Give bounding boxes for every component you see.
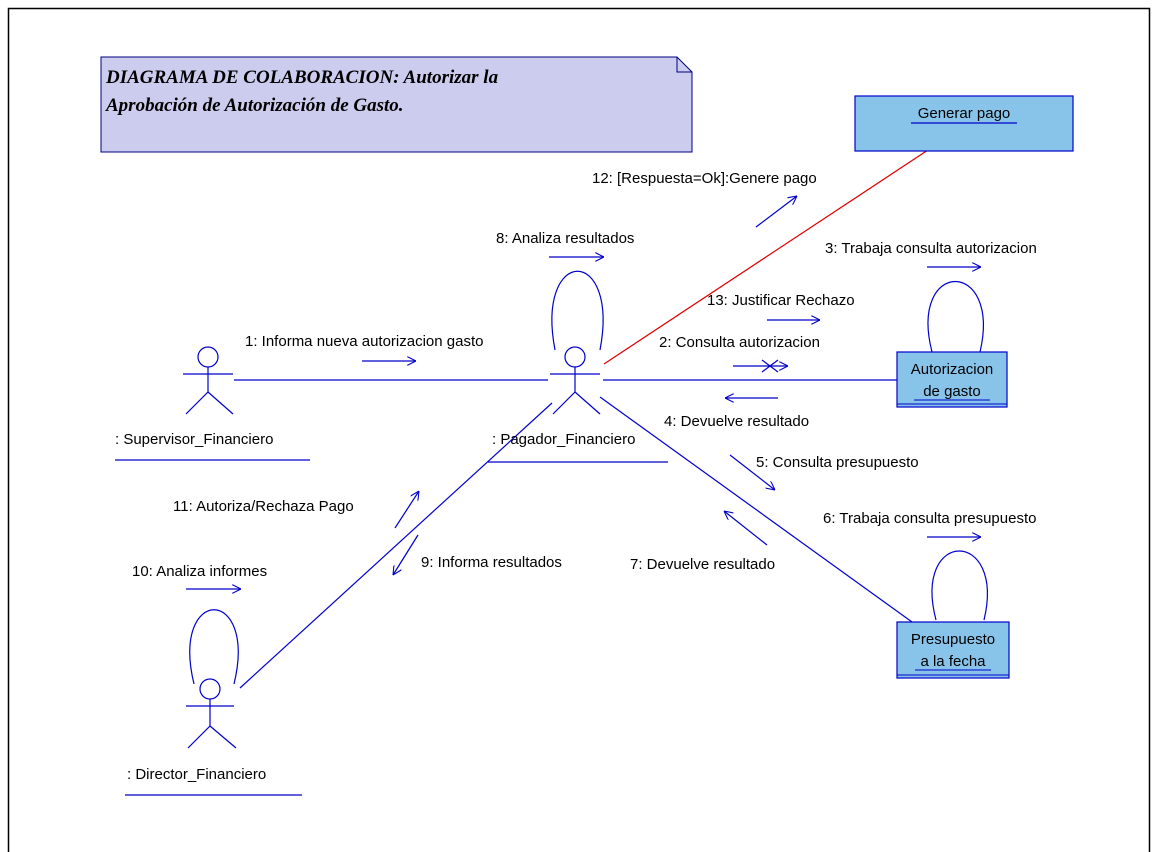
actor-director-label: : Director_Financiero <box>127 766 266 783</box>
self-loop-pagador <box>551 270 604 351</box>
diagram-title-line1: DIAGRAMA DE COLABORACION: Autorizar la <box>105 67 499 88</box>
object-autorizacion-line1: Autorizacion <box>911 361 994 378</box>
link-pagador-director <box>239 402 553 689</box>
arrow-m9 <box>393 534 419 575</box>
self-loop-autorizacion <box>927 281 984 353</box>
message-m3-label: 3: Trabaja consulta autorizacion <box>825 240 1037 257</box>
object-presupuesto: Presupuesto a la fecha <box>896 621 1010 679</box>
message-arrows <box>186 196 981 589</box>
diagram-frame <box>7 7 1151 852</box>
message-m4-label: 4: Devuelve resultado <box>664 413 809 430</box>
message-m9-label: 9: Informa resultados <box>421 554 562 571</box>
object-autorizacion-line2: de gasto <box>923 383 981 400</box>
self-loops <box>189 270 988 685</box>
arrow-m7 <box>724 511 768 546</box>
link-pagador-presupuesto <box>599 396 913 623</box>
links <box>115 379 913 796</box>
message-m10-label: 10: Analiza informes <box>132 563 267 580</box>
message-m2-label: 2: Consulta autorizacion <box>659 334 820 351</box>
object-presupuesto-line2: a la fecha <box>920 653 986 670</box>
message-m5-label: 5: Consulta presupuesto <box>756 454 919 471</box>
arrow-m5 <box>729 454 775 490</box>
object-autorizacion: Autorizacion de gasto <box>896 351 1008 408</box>
actor-director-figure <box>186 678 237 749</box>
actor-pagador-figure <box>550 346 601 415</box>
actor-supervisor-figure <box>183 346 234 415</box>
message-m11-label: 11: Autoriza/Rechaza Pago <box>173 498 354 515</box>
object-generar-pago: Generar pago <box>854 95 1074 152</box>
arrow-m11 <box>394 491 419 529</box>
message-m7-label: 7: Devuelve resultado <box>630 556 775 573</box>
object-presupuesto-line1: Presupuesto <box>911 631 995 648</box>
title-note: DIAGRAMA DE COLABORACION: Autorizar la A… <box>100 56 693 153</box>
message-m13-label: 13: Justificar Rechazo <box>707 292 855 309</box>
link-pagador-generar-pago <box>603 149 929 365</box>
arrow-m2-cross-b <box>761 359 779 373</box>
self-loop-director <box>189 609 239 685</box>
message-m8-label: 8: Analiza resultados <box>496 230 634 247</box>
arrow-m12 <box>755 196 797 228</box>
object-generar-pago-label: Generar pago <box>918 105 1011 122</box>
self-loop-presupuesto <box>931 550 988 621</box>
diagram-title-line2: Aprobación de Autorización de Gasto. <box>105 95 404 116</box>
actor-supervisor-label: : Supervisor_Financiero <box>115 431 273 448</box>
message-m1-label: 1: Informa nueva autorizacion gasto <box>245 333 483 350</box>
message-m12-label: 12: [Respuesta=Ok]:Genere pago <box>592 170 817 187</box>
message-m6-label: 6: Trabaja consulta presupuesto <box>823 510 1036 527</box>
actor-pagador-label: : Pagador_Financiero <box>492 431 635 448</box>
